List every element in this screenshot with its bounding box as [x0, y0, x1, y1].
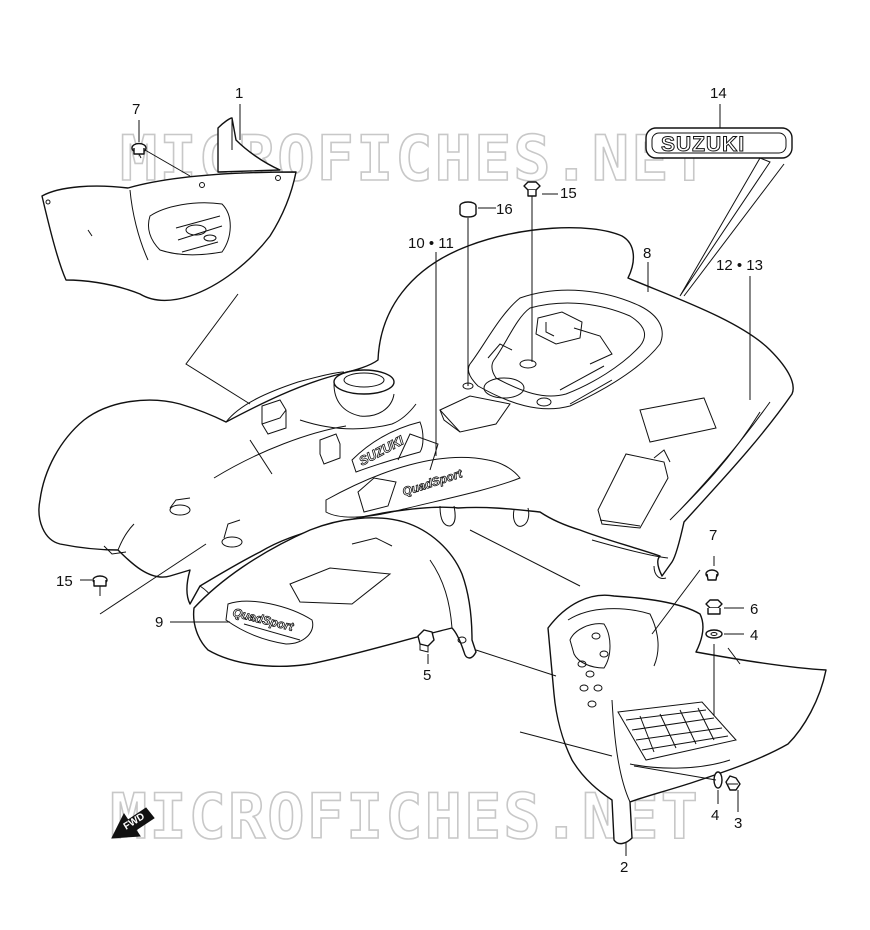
callout-4-bottom[interactable]: 4	[711, 807, 719, 824]
part-9-rear-fender[interactable]: QuadSport	[192, 517, 477, 668]
callout-3[interactable]: 3	[734, 815, 742, 832]
callout-12-13[interactable]: 12 • 13	[716, 257, 763, 274]
part-7-screw-top[interactable]	[131, 142, 147, 159]
part-5-nut[interactable]	[417, 629, 435, 653]
part-16-grommet[interactable]	[459, 201, 477, 218]
part-1-front-side-cover[interactable]	[41, 117, 297, 302]
part-15-screw-lower[interactable]	[92, 575, 108, 596]
callout-1[interactable]: 1	[235, 85, 243, 102]
part-15-screw-top[interactable]	[523, 181, 541, 202]
callout-15-lower[interactable]: 15	[56, 573, 73, 590]
leader-lines	[80, 104, 785, 856]
main-fender-body[interactable]	[38, 227, 794, 605]
part-4-washer-top[interactable]	[705, 629, 723, 639]
callout-16[interactable]: 16	[496, 201, 513, 218]
callout-7-top[interactable]: 7	[132, 101, 140, 118]
part-7-screw-right[interactable]	[705, 569, 719, 581]
callout-7-right[interactable]: 7	[709, 527, 717, 544]
callout-2[interactable]: 2	[620, 859, 628, 876]
part-14-emblem[interactable]: SUZUKI	[645, 127, 793, 159]
part-2-footrest-guard[interactable]	[547, 594, 827, 845]
part-6-bolt[interactable]	[705, 599, 723, 615]
callout-10-11[interactable]: 10 • 11	[408, 235, 454, 252]
callout-4-top[interactable]: 4	[750, 627, 758, 644]
part-3-bolt[interactable]	[725, 775, 741, 791]
callout-5[interactable]: 5	[423, 667, 431, 684]
decal-strip	[679, 157, 771, 297]
callout-6[interactable]: 6	[750, 601, 758, 618]
callout-15-top[interactable]: 15	[560, 185, 577, 202]
callout-9[interactable]: 9	[155, 614, 163, 631]
emblem-text: SUZUKI	[661, 133, 745, 156]
callout-8[interactable]: 8	[643, 245, 651, 262]
callout-14[interactable]: 14	[710, 85, 727, 102]
callouts: 7 1 14 16 15 10 • 11 8 12 • 13 7 15 6 9 …	[56, 85, 763, 876]
